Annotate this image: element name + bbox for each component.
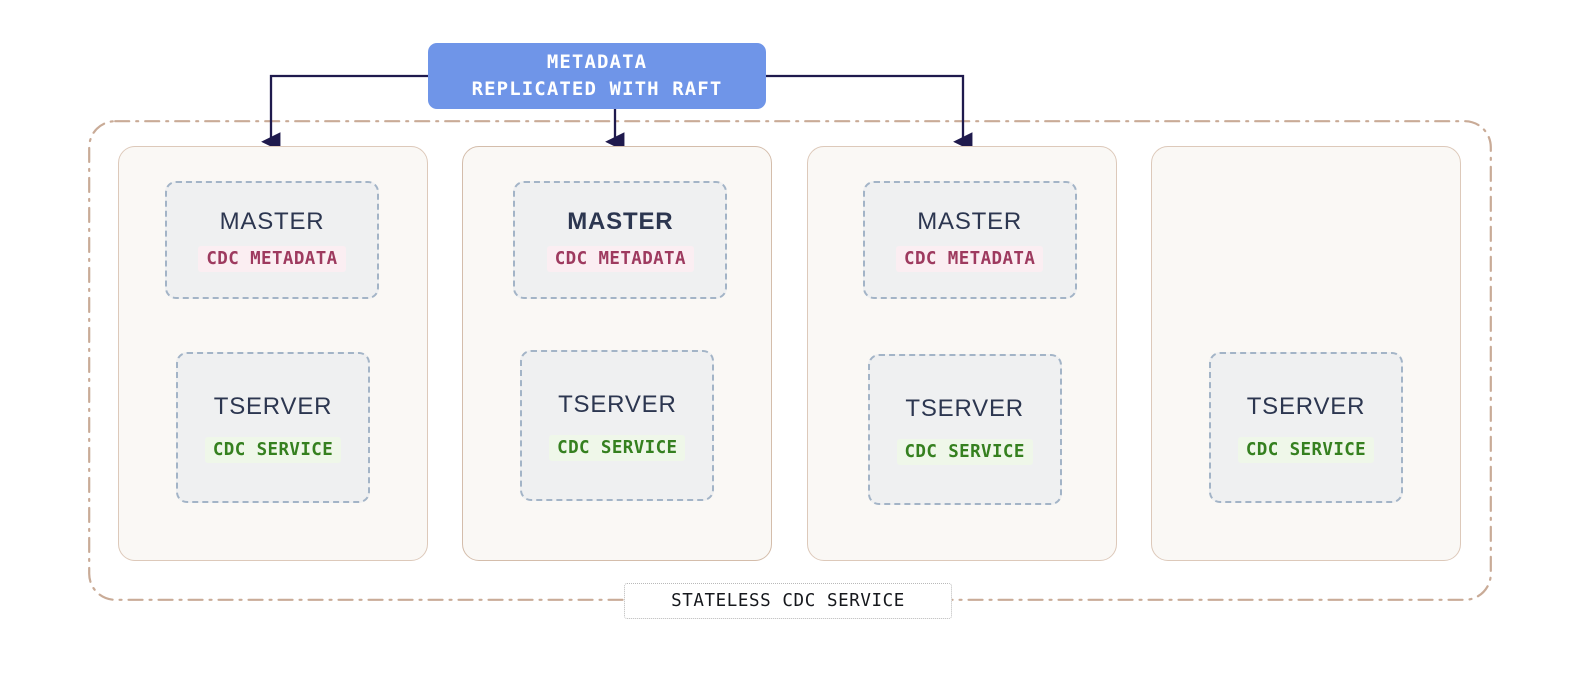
cdc-service-tag-node-3: CDC SERVICE	[896, 438, 1033, 465]
tserver-process-node-1[interactable]: TSERVER CDC SERVICE	[176, 352, 370, 503]
metadata-title-line-2: REPLICATED WITH RAFT	[471, 78, 723, 100]
cdc-metadata-tag-node-2: CDC METADATA	[546, 246, 694, 272]
tserver-process-node-4[interactable]: TSERVER CDC SERVICE	[1208, 352, 1403, 503]
node-panel-4[interactable]: TSERVER CDC SERVICE	[1150, 146, 1461, 561]
metadata-raft-box[interactable]: METADATA REPLICATED WITH RAFT	[428, 43, 766, 109]
cdc-service-tag-node-2: CDC SERVICE	[549, 434, 686, 461]
metadata-title-line-1: METADATA	[546, 51, 648, 73]
tserver-process-node-3[interactable]: TSERVER CDC SERVICE	[867, 354, 1062, 505]
tserver-label-node-3: TSERVER	[905, 394, 1024, 422]
node-panel-3[interactable]: MASTER CDC METADATA TSERVER CDC SERVICE	[806, 146, 1117, 561]
cdc-service-tag-node-1: CDC SERVICE	[204, 436, 342, 463]
tserver-label-node-2: TSERVER	[558, 390, 677, 418]
cluster-caption-box: STATELESS CDC SERVICE	[624, 583, 952, 619]
master-label-node-2: MASTER	[567, 208, 674, 235]
node-panel-1[interactable]: MASTER CDC METADATA TSERVER CDC SERVICE	[118, 146, 428, 561]
master-process-node-2[interactable]: MASTER CDC METADATA	[513, 181, 728, 299]
master-label-node-3: MASTER	[917, 208, 1023, 235]
cdc-metadata-tag-node-3: CDC METADATA	[896, 246, 1044, 272]
tserver-label-node-4: TSERVER	[1246, 392, 1366, 420]
tserver-label-node-1: TSERVER	[213, 392, 333, 420]
master-process-node-1[interactable]: MASTER CDC METADATA	[165, 181, 379, 299]
cluster-caption-label: STATELESS CDC SERVICE	[671, 591, 905, 611]
node-panel-row: MASTER CDC METADATA TSERVER CDC SERVICE …	[118, 146, 1461, 561]
node-panel-2[interactable]: MASTER CDC METADATA TSERVER CDC SERVICE	[462, 146, 773, 561]
master-label-node-1: MASTER	[219, 208, 325, 235]
cdc-metadata-tag-node-1: CDC METADATA	[198, 246, 346, 272]
cdc-service-tag-node-4: CDC SERVICE	[1237, 436, 1375, 463]
tserver-process-node-2[interactable]: TSERVER CDC SERVICE	[520, 350, 715, 501]
master-process-node-3[interactable]: MASTER CDC METADATA	[862, 181, 1077, 299]
